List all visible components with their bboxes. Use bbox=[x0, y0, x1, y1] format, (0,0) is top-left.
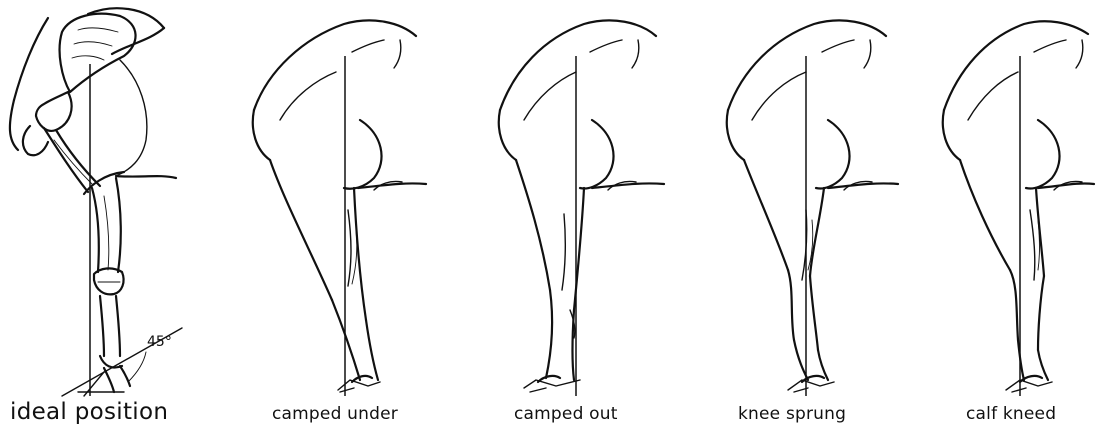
caption-knee-sprung: knee sprung bbox=[738, 404, 846, 424]
caption-camped-under: camped under bbox=[272, 404, 398, 424]
plumb-line bbox=[920, 0, 1096, 400]
panel-ideal-position: ideal position 45° bbox=[0, 0, 230, 434]
caption-camped-out: camped out bbox=[514, 404, 618, 424]
plumb-line bbox=[240, 0, 440, 400]
panel-calf-kneed: calf kneed bbox=[920, 0, 1096, 434]
panel-camped-out: camped out bbox=[480, 0, 680, 434]
caption-ideal-position: ideal position bbox=[10, 398, 168, 426]
angle-label: 45° bbox=[147, 334, 172, 350]
plumb-line bbox=[710, 0, 910, 400]
plumb-line bbox=[0, 0, 230, 400]
panel-camped-under: camped under bbox=[240, 0, 440, 434]
plumb-line bbox=[480, 0, 680, 400]
panel-knee-sprung: knee sprung bbox=[710, 0, 910, 434]
caption-calf-kneed: calf kneed bbox=[966, 404, 1056, 424]
